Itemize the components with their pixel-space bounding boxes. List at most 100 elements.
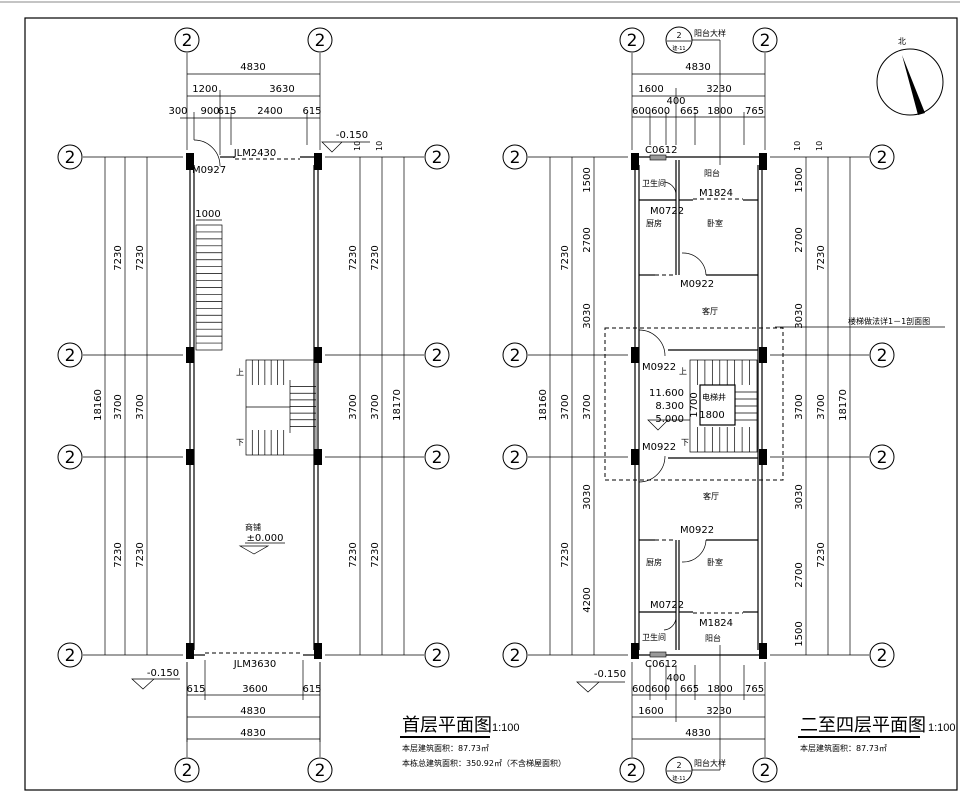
- stair-level: 8.300: [655, 401, 684, 412]
- stair-down: 下: [681, 438, 689, 447]
- stair-straight: [195, 219, 223, 351]
- balcony-detail-ref-top[interactable]: 2 建-11 阳台大样: [665, 26, 726, 54]
- dim: 615: [217, 106, 236, 117]
- axis-bubble: 2: [307, 757, 333, 783]
- dim: 4830: [685, 728, 710, 739]
- dim: 4830: [685, 62, 710, 73]
- north-arrow-circle: [876, 48, 944, 116]
- dim: 7230: [113, 542, 124, 567]
- elevation-bottom: -0.150: [147, 668, 179, 679]
- dim: 7230: [135, 245, 146, 270]
- dim: 4830: [240, 728, 265, 739]
- dim: 3700: [135, 394, 146, 419]
- dim: 10: [815, 141, 824, 151]
- dim: 7230: [370, 542, 381, 567]
- door-label: M0927: [192, 165, 226, 176]
- dim: 3700: [582, 394, 593, 419]
- axis-bubble-circle: [869, 444, 895, 470]
- axis-label: 2: [877, 646, 888, 666]
- room-label: 卧室: [707, 218, 723, 228]
- window-label: C0612: [645, 659, 677, 670]
- dim: 300: [168, 106, 187, 117]
- dim: 1600: [638, 84, 663, 95]
- door-label: M0922: [642, 442, 676, 453]
- detail-sheet: 建-11: [672, 45, 685, 52]
- dim: 18160: [538, 389, 549, 421]
- axis-label: 2: [315, 761, 326, 781]
- axis-label: 2: [760, 761, 771, 781]
- door-label: M0722: [650, 206, 684, 217]
- dim: 3700: [816, 394, 827, 419]
- axis-bubble: 2: [869, 642, 895, 668]
- axis-label: 2: [760, 31, 771, 51]
- dim: 3700: [370, 394, 381, 419]
- door-label: M1824: [699, 188, 733, 199]
- dim: 3700: [348, 394, 359, 419]
- window-c0612-bottom: [649, 651, 667, 658]
- axis-label: 2: [315, 31, 326, 51]
- dim: 400: [666, 673, 685, 684]
- axis-bubble-circle: [502, 642, 528, 668]
- axis-bubble: 2: [869, 144, 895, 170]
- ground-floor-title: 首层平面图: [402, 715, 492, 736]
- door-label: M0922: [680, 279, 714, 290]
- stair-up: 上: [679, 367, 687, 376]
- scale: 1:100: [492, 722, 520, 734]
- dim: 4830: [240, 706, 265, 717]
- axis-bubble-circle: [424, 144, 450, 170]
- dim: 3600: [242, 684, 267, 695]
- drawing-frame: [24, 17, 958, 791]
- axis-label: 2: [432, 448, 443, 468]
- axis-bubble: 2: [869, 444, 895, 470]
- axis-bubble-circle: [752, 27, 778, 53]
- axis-label: 2: [510, 448, 521, 468]
- dim: 665: [680, 684, 699, 695]
- axis-label: 2: [65, 646, 76, 666]
- dim: 665: [680, 106, 699, 117]
- door-label: M0922: [680, 525, 714, 536]
- scale: 1:100: [928, 722, 956, 734]
- axis-label: 2: [182, 31, 193, 51]
- door-label: JLM3630: [233, 659, 277, 670]
- axis-bubble: 2: [502, 144, 528, 170]
- dim: 1500: [582, 167, 593, 192]
- dim: 3030: [794, 303, 805, 328]
- window-c0612-top: [649, 154, 667, 161]
- dim: 10: [353, 141, 362, 151]
- dim: 10: [793, 141, 802, 151]
- dim: 1500: [794, 167, 805, 192]
- axis-bubble-circle: [57, 144, 83, 170]
- room-label: 厨房: [646, 557, 662, 567]
- axis-bubble: 2: [502, 342, 528, 368]
- axis-bubble-circle: [869, 642, 895, 668]
- dim: 3230: [706, 84, 731, 95]
- dim: 3700: [794, 394, 805, 419]
- dim: 1200: [192, 84, 217, 95]
- axis-label: 2: [432, 148, 443, 168]
- dim: 7230: [370, 245, 381, 270]
- dim: 3630: [269, 84, 294, 95]
- upper-floor-title: 二至四层平面图: [800, 715, 926, 736]
- room-label: 厨房: [646, 218, 662, 228]
- axis-label: 2: [627, 761, 638, 781]
- axis-label: 2: [627, 31, 638, 51]
- axis-bubble-circle: [752, 757, 778, 783]
- room-label: 客厅: [703, 491, 719, 501]
- dim: 18170: [838, 389, 849, 421]
- axis-bubble: 2: [424, 342, 450, 368]
- stair-level: 11.600: [649, 388, 684, 399]
- axis-label: 2: [510, 346, 521, 366]
- elevation-bottom: -0.150: [594, 669, 626, 680]
- balcony-detail-ref-bottom[interactable]: 2 建-11 阳台大样: [665, 756, 726, 784]
- room-label: 卧室: [707, 557, 723, 567]
- dim: 7230: [560, 542, 571, 567]
- dim: 615: [186, 684, 205, 695]
- axis-bubble: 2: [424, 444, 450, 470]
- dim: 3030: [582, 303, 593, 328]
- axis-label: 2: [877, 148, 888, 168]
- axis-bubble: 2: [869, 342, 895, 368]
- dim: 1800: [707, 106, 732, 117]
- axis-bubble: 2: [619, 757, 645, 783]
